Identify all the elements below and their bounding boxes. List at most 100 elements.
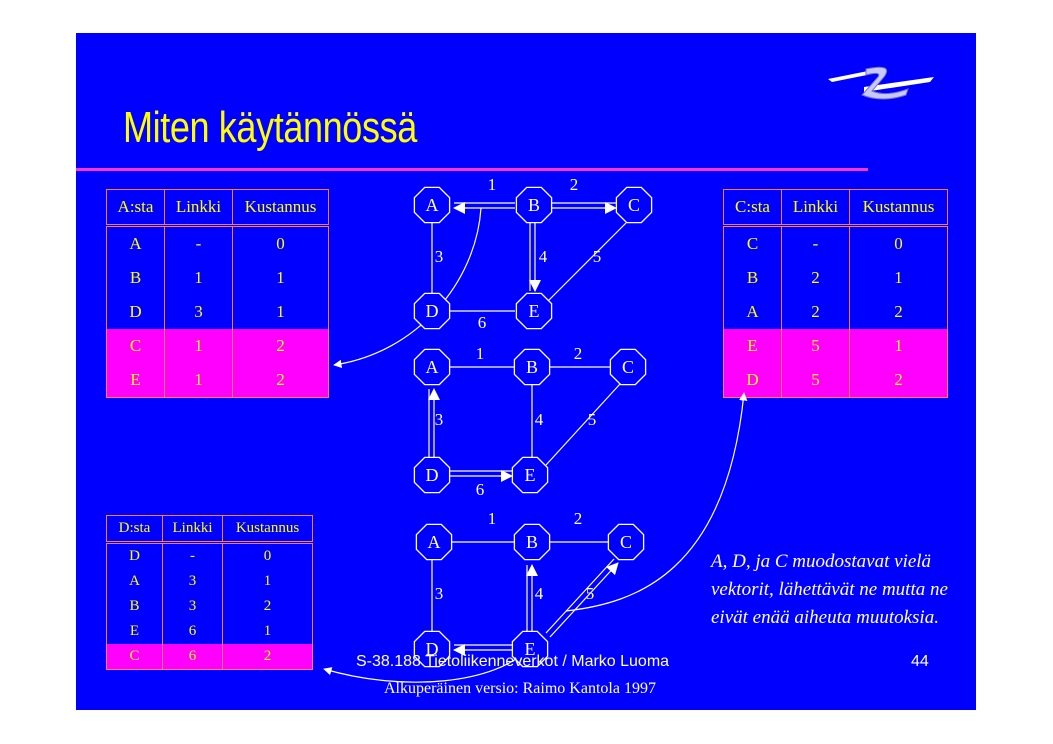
node-label: A xyxy=(426,195,439,215)
link-label-ad: 3 xyxy=(435,410,444,429)
cell-link: 1 xyxy=(164,363,233,398)
link-5 xyxy=(547,222,627,302)
cell-cost: 2 xyxy=(263,598,272,614)
footer-original-version: Alkuperäinen versio: Raimo Kantola 1997 xyxy=(384,680,656,697)
link-label-be: 4 xyxy=(535,410,544,429)
link-label-bc: 2 xyxy=(574,509,583,528)
cell-link: 3 xyxy=(162,594,223,619)
node-a: A xyxy=(415,523,453,561)
node-label: B xyxy=(528,195,540,215)
cell-destination: D xyxy=(723,363,782,398)
link-label-ce: 5 xyxy=(593,247,602,266)
cell-link: 6 xyxy=(162,619,223,644)
cell-link: 6 xyxy=(162,644,223,670)
node-label: E xyxy=(525,465,536,485)
table-row: D-0 xyxy=(106,542,313,569)
cell-link: 1 xyxy=(164,261,233,295)
node-b: B xyxy=(513,348,551,386)
node-label: C xyxy=(628,195,640,215)
node-c: C xyxy=(607,523,645,561)
cell-destination: C xyxy=(723,225,782,261)
node-label: B xyxy=(526,532,538,552)
arrow-b-to-a xyxy=(453,202,515,214)
cell-destination: E xyxy=(106,619,163,644)
node-d: D xyxy=(413,292,451,330)
footer-course: S-38.188 Tietoliikenneverkot / Marko Luo… xyxy=(356,653,670,670)
arrow-e-to-b xyxy=(526,564,538,631)
node-e: E xyxy=(511,456,549,494)
arrow-d-to-e xyxy=(450,470,513,482)
node-b: B xyxy=(515,186,553,224)
cell-cost: 0 xyxy=(894,234,903,253)
node-a: A xyxy=(413,348,451,386)
column-header: Kustannus xyxy=(232,189,329,227)
link-label-ad: 3 xyxy=(435,247,444,266)
slide-title: Miten käytännössä xyxy=(123,103,417,152)
link-label-ad: 3 xyxy=(435,584,444,603)
node-label: A xyxy=(426,357,439,377)
title-rule xyxy=(76,168,868,171)
node-c: C xyxy=(615,186,653,224)
arrow-b-to-e xyxy=(529,223,541,292)
node-label: A xyxy=(428,532,441,552)
cell-destination: C xyxy=(106,644,163,670)
node-d: D xyxy=(413,630,451,668)
cell-cost: 1 xyxy=(263,573,272,589)
cell-link: 3 xyxy=(164,295,233,329)
cell-destination: B xyxy=(106,594,163,619)
table-row: A-0 xyxy=(106,225,329,261)
cell-link: 2 xyxy=(781,261,850,295)
link-label-ce: 5 xyxy=(586,584,595,603)
cell-cost: 1 xyxy=(276,302,285,321)
arrow-b-to-c xyxy=(552,202,617,214)
cell-link: 2 xyxy=(781,295,850,329)
column-header: Linkki xyxy=(781,189,850,227)
arrow-e-to-c xyxy=(545,558,619,638)
node-label: C xyxy=(620,532,632,552)
cell-destination: B xyxy=(106,261,165,295)
node-label: D xyxy=(426,639,439,659)
table-row: C- 0 xyxy=(723,225,948,261)
cell-link: 5 xyxy=(781,363,850,398)
cell-cost: 2 xyxy=(894,302,903,321)
cell-destination: A xyxy=(106,225,165,261)
cell-cost: 1 xyxy=(276,268,285,287)
arrow-e-to-d xyxy=(453,644,514,656)
link-label-ce: 5 xyxy=(588,410,597,429)
cell-cost: 1 xyxy=(894,268,903,287)
link-label-de: 6 xyxy=(476,480,485,499)
link-label-bc: 2 xyxy=(570,175,579,194)
cell-cost: 2 xyxy=(849,363,948,398)
link-label-be: 4 xyxy=(539,247,548,266)
node-e: E xyxy=(511,630,549,668)
arrow-d-to-a xyxy=(428,388,440,457)
cell-cost: 2 xyxy=(232,329,329,363)
cell-destination: E xyxy=(723,329,782,363)
node-label: E xyxy=(529,301,540,321)
curve-arrow-to-table-c xyxy=(565,392,748,612)
cell-link: - xyxy=(781,225,850,261)
column-header: C:sta xyxy=(723,189,782,227)
cell-cost: 2 xyxy=(222,644,313,670)
slide: Miten käytännössä A:sta Linkki Kustannus… xyxy=(76,33,976,710)
page-number: 44 xyxy=(911,653,929,670)
cell-destination: D xyxy=(106,542,163,569)
cell-cost: 0 xyxy=(276,234,285,253)
cell-cost: 1 xyxy=(263,623,272,639)
cell-destination: D xyxy=(106,295,165,329)
link-label-ab: 1 xyxy=(488,509,497,528)
node-label: D xyxy=(426,301,439,321)
cell-destination: E xyxy=(106,363,165,398)
